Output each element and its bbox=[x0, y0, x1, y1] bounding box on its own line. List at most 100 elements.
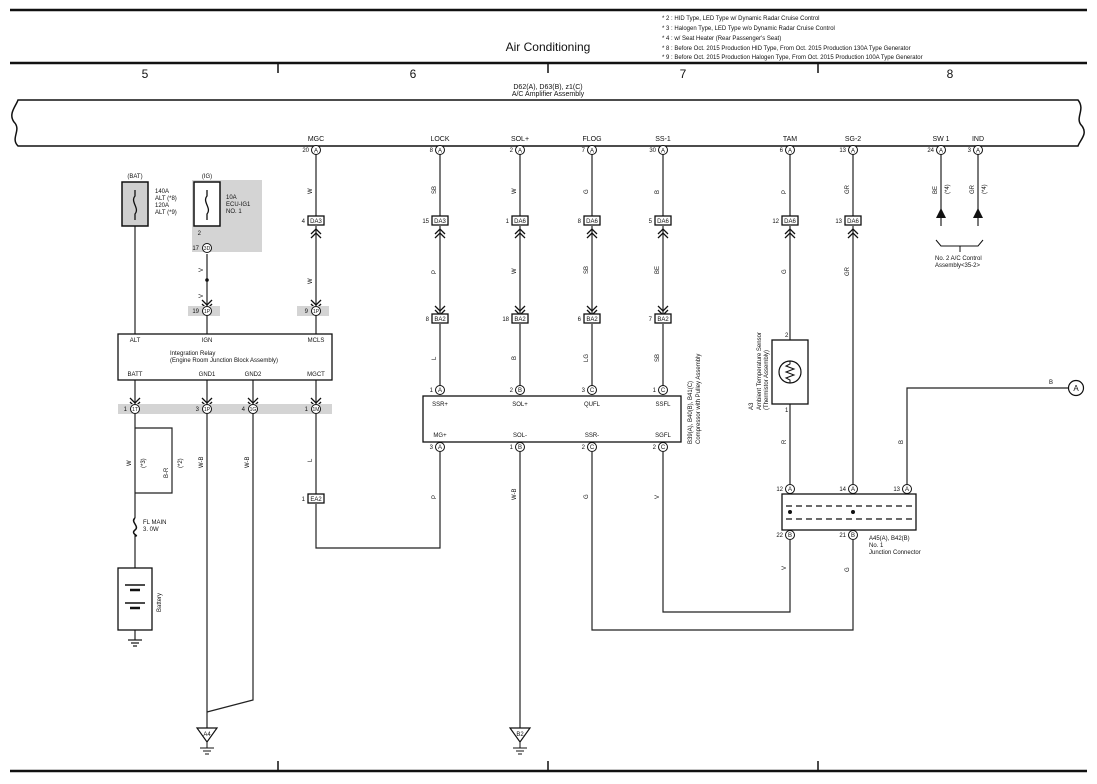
note-5: * 9 : Before Oct. 2015 Production Haloge… bbox=[662, 55, 923, 61]
note-2: * 3 : Halogen Type, LED Type w/o Dynamic… bbox=[662, 26, 835, 32]
svg-text:MG+: MG+ bbox=[433, 433, 447, 439]
amplifier-name: A/C Amplifier Assembly bbox=[512, 91, 585, 98]
svg-text:W: W bbox=[127, 460, 133, 466]
svg-text:BA2: BA2 bbox=[434, 317, 446, 323]
svg-text:(*3): (*3) bbox=[141, 458, 147, 468]
svg-text:C: C bbox=[590, 445, 595, 451]
svg-text:L: L bbox=[432, 356, 438, 360]
svg-text:W-B: W-B bbox=[245, 456, 251, 468]
connector-row-ba2: BA2 BA2 BA2 BA2 8 18 6 7 bbox=[426, 313, 672, 324]
svg-text:3D: 3D bbox=[204, 246, 211, 252]
note-4: * 8 : Before Oct. 2015 Production HID Ty… bbox=[662, 46, 911, 52]
svg-text:A45(A), B42(B): A45(A), B42(B) bbox=[869, 536, 910, 542]
fuse-fl-main: FL MAIN 3. 0W bbox=[132, 517, 166, 537]
svg-text:4: 4 bbox=[302, 219, 306, 225]
svg-text:1P: 1P bbox=[204, 309, 211, 315]
battery-ground-icon bbox=[128, 639, 142, 647]
relay-bottom-connectors: 1T 1P 1G 1M 1 3 4 1 bbox=[118, 404, 332, 414]
svg-text:5: 5 bbox=[649, 219, 653, 225]
svg-text:19: 19 bbox=[192, 309, 199, 315]
svg-text:A: A bbox=[976, 149, 980, 155]
svg-text:BA2: BA2 bbox=[514, 317, 526, 323]
svg-text:3: 3 bbox=[196, 407, 200, 413]
svg-text:GND1: GND1 bbox=[199, 372, 216, 378]
svg-text:Ambient Temperature Sensor: Ambient Temperature Sensor bbox=[757, 332, 763, 410]
svg-text:1: 1 bbox=[430, 388, 434, 394]
svg-text:R: R bbox=[782, 439, 788, 444]
note-3: * 4 : w/ Seat Heater (Rear Passenger's S… bbox=[662, 36, 781, 42]
svg-text:1G: 1G bbox=[250, 407, 257, 413]
pin-tam: 6 bbox=[780, 148, 784, 154]
svg-text:G: G bbox=[584, 494, 590, 499]
pin-ss1: 30 bbox=[649, 148, 656, 154]
svg-text:G: G bbox=[782, 269, 788, 274]
svg-text:GND2: GND2 bbox=[245, 372, 262, 378]
relay-top-connectors: 1P 1P 19 9 bbox=[188, 306, 329, 316]
svg-text:12: 12 bbox=[772, 219, 779, 225]
term-lock: LOCK bbox=[430, 136, 449, 143]
svg-text:1P: 1P bbox=[313, 309, 320, 315]
svg-text:A: A bbox=[905, 487, 909, 493]
svg-text:A: A bbox=[590, 149, 594, 155]
svg-text:DA6: DA6 bbox=[586, 219, 598, 225]
column-6: 6 bbox=[410, 67, 417, 81]
svg-text:LG: LG bbox=[584, 354, 590, 362]
svg-text:17: 17 bbox=[192, 246, 199, 252]
term-sg2: SG-2 bbox=[845, 136, 861, 143]
svg-text:ALT: ALT bbox=[130, 338, 141, 344]
svg-text:P: P bbox=[432, 270, 438, 274]
pin-sg2: 13 bbox=[839, 148, 846, 154]
svg-text:B39(A), B40(B), B41(C): B39(A), B40(B), B41(C) bbox=[688, 381, 694, 444]
amplifier-pins: A A A A A A A A A bbox=[311, 145, 983, 155]
svg-text:W-B: W-B bbox=[512, 488, 518, 500]
svg-text:8: 8 bbox=[426, 317, 430, 323]
svg-text:Junction Connector: Junction Connector bbox=[869, 550, 921, 556]
svg-text:B: B bbox=[512, 356, 518, 360]
svg-text:7: 7 bbox=[649, 317, 653, 323]
svg-text:B: B bbox=[655, 190, 661, 194]
svg-text:(*4): (*4) bbox=[982, 184, 988, 194]
svg-text:BE: BE bbox=[933, 186, 939, 194]
svg-text:W-B: W-B bbox=[199, 456, 205, 468]
svg-text:9: 9 bbox=[305, 309, 309, 315]
svg-text:DA6: DA6 bbox=[784, 219, 796, 225]
svg-text:FL MAIN: FL MAIN bbox=[143, 520, 166, 526]
svg-text:No. 1: No. 1 bbox=[869, 543, 884, 549]
svg-text:W: W bbox=[512, 188, 518, 194]
pin-sol: 2 bbox=[510, 148, 514, 154]
column-7: 7 bbox=[680, 67, 687, 81]
svg-text:(*2): (*2) bbox=[178, 458, 184, 468]
svg-text:G: G bbox=[845, 567, 851, 572]
svg-text:Integration Relay: Integration Relay bbox=[170, 351, 215, 357]
svg-text:GR: GR bbox=[970, 184, 976, 194]
svg-text:A: A bbox=[788, 487, 792, 493]
svg-text:IGN: IGN bbox=[202, 338, 213, 344]
svg-text:QUFL: QUFL bbox=[584, 402, 601, 408]
svg-text:B: B bbox=[851, 533, 855, 539]
svg-text:ALT (*9): ALT (*9) bbox=[155, 210, 177, 216]
svg-text:GR: GR bbox=[845, 266, 851, 276]
svg-text:BATT: BATT bbox=[128, 372, 143, 378]
svg-text:12: 12 bbox=[776, 487, 783, 493]
svg-text:ECU-IG1: ECU-IG1 bbox=[226, 202, 251, 208]
svg-text:SOL+: SOL+ bbox=[512, 402, 528, 408]
svg-text:A: A bbox=[518, 149, 522, 155]
svg-text:A: A bbox=[1073, 384, 1079, 393]
svg-text:DA3: DA3 bbox=[434, 219, 446, 225]
svg-text:(BAT): (BAT) bbox=[127, 174, 142, 180]
svg-text:SB: SB bbox=[655, 354, 661, 362]
svg-text:DA6: DA6 bbox=[657, 219, 669, 225]
svg-text:V: V bbox=[655, 495, 661, 499]
svg-text:A: A bbox=[788, 149, 792, 155]
svg-text:1: 1 bbox=[785, 408, 789, 414]
svg-text:DA6: DA6 bbox=[514, 219, 526, 225]
pin-lock: 8 bbox=[430, 148, 434, 154]
svg-text:140A: 140A bbox=[155, 189, 169, 195]
svg-text:BA2: BA2 bbox=[657, 317, 669, 323]
svg-text:A3: A3 bbox=[749, 402, 755, 410]
ground-a4: A4 bbox=[195, 727, 219, 755]
svg-text:(Engine Room Junction Block As: (Engine Room Junction Block Assembly) bbox=[170, 358, 278, 364]
svg-text:1P: 1P bbox=[204, 407, 211, 413]
svg-text:(Thermistor Assembly): (Thermistor Assembly) bbox=[764, 350, 770, 410]
